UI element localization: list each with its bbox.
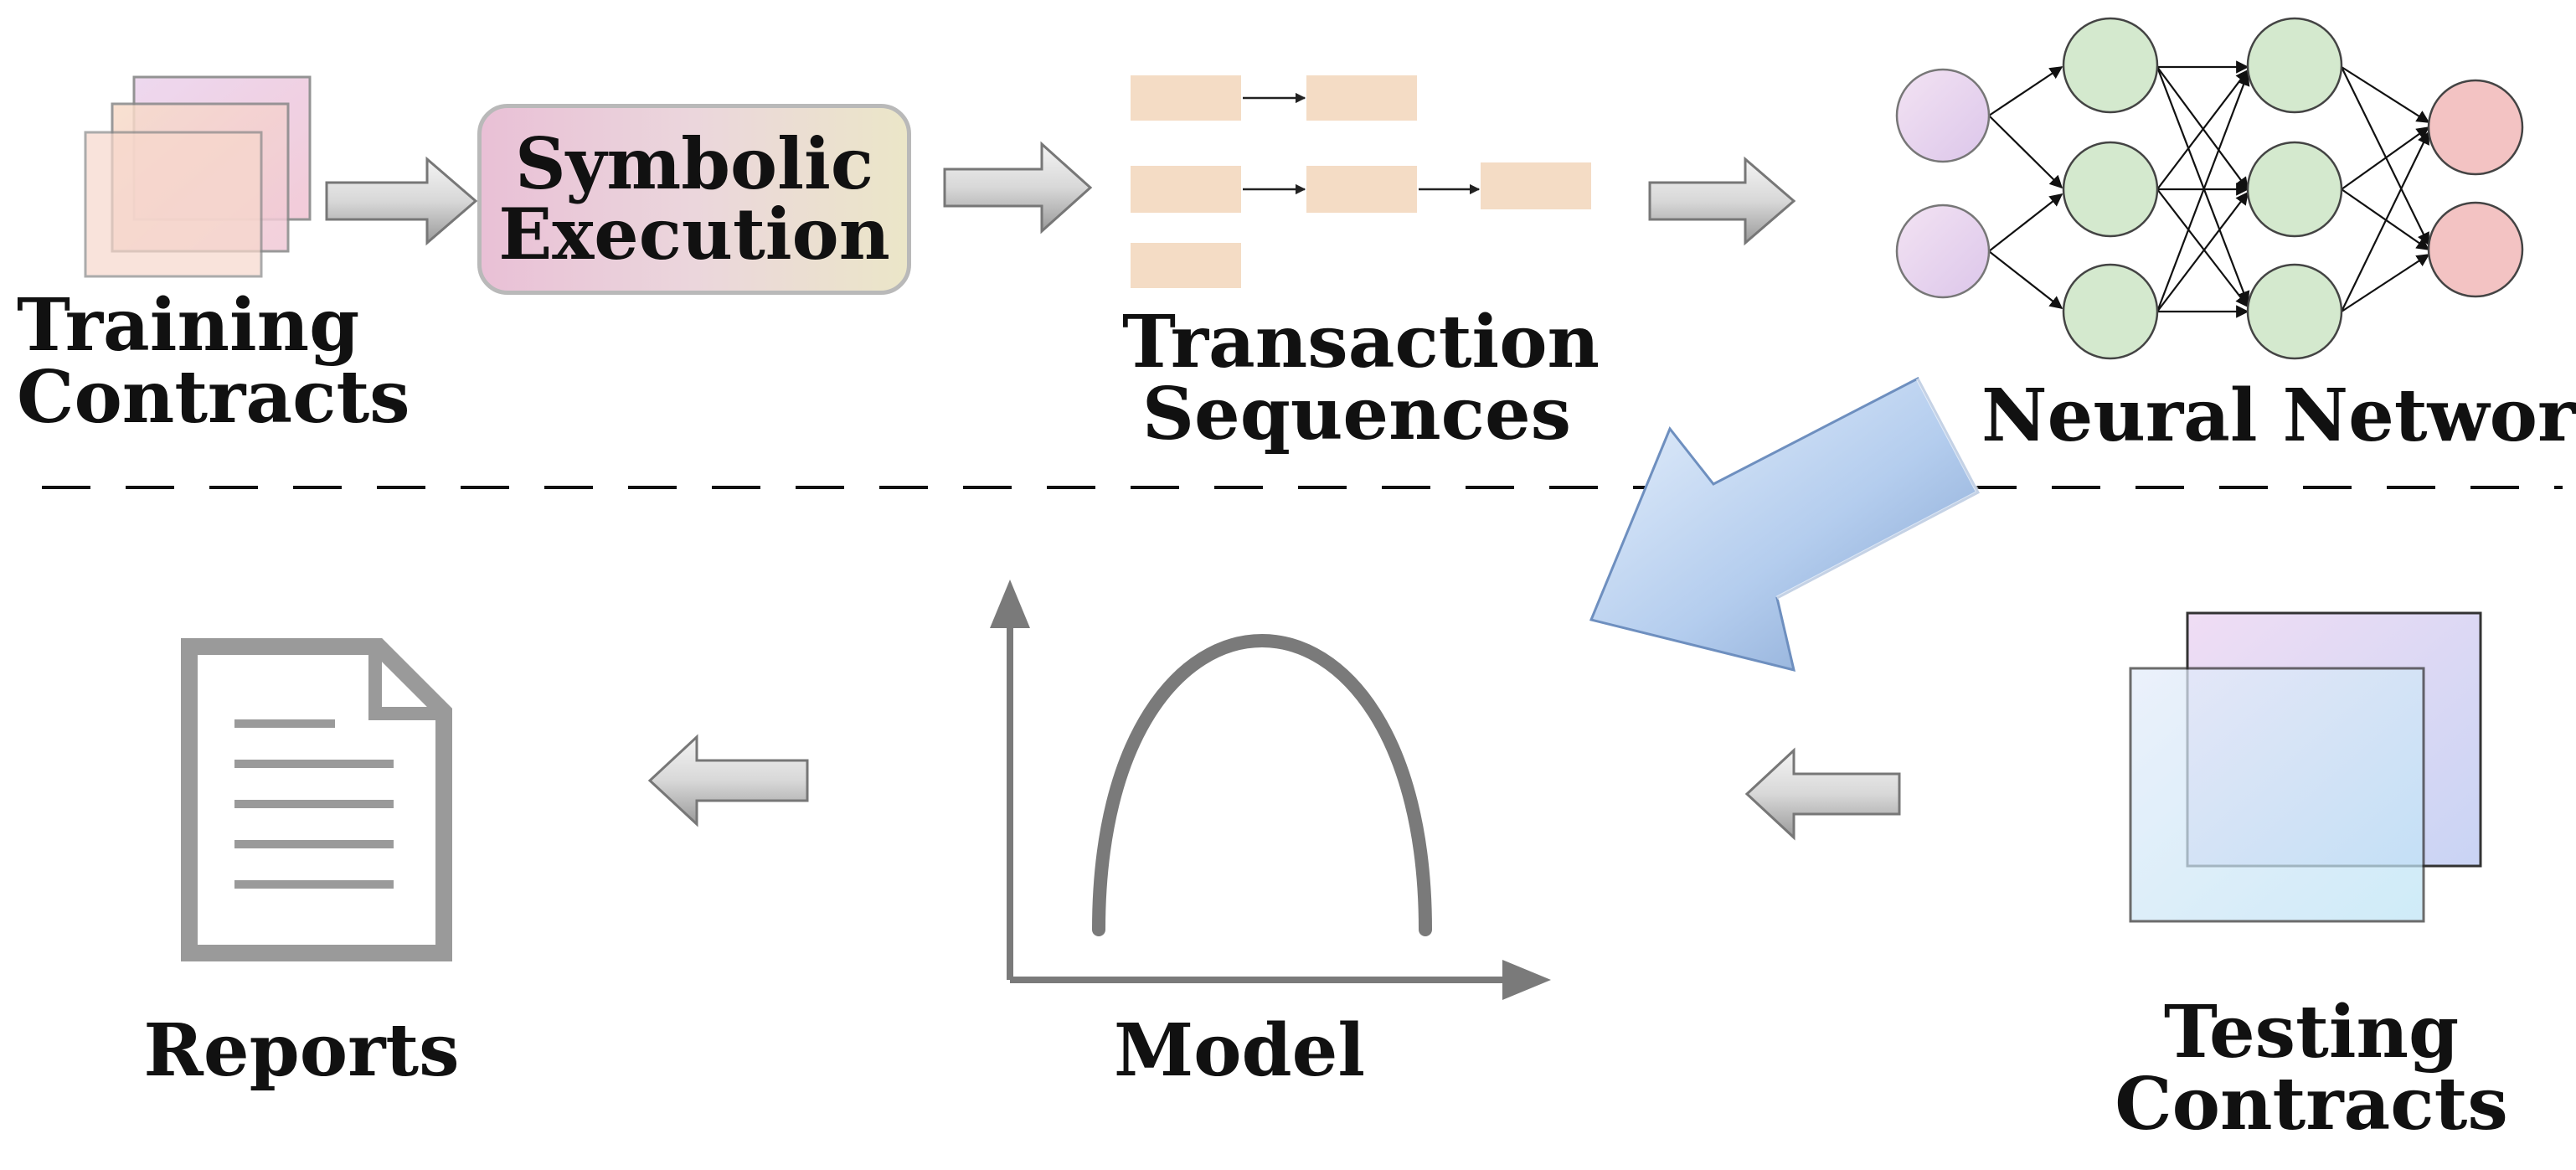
training-label-line1: Training: [17, 283, 360, 368]
nn-output-node: [2427, 201, 2524, 298]
transaction-sequences-graphic: [1131, 75, 1591, 288]
model-label: Model: [1113, 1008, 1366, 1093]
neural-network-graphic: [1895, 17, 2524, 360]
nn-hidden-node: [2246, 141, 2343, 238]
testing-contracts-label: Testing Contracts: [2110, 997, 2512, 1141]
stacked-documents-icon: [84, 75, 312, 278]
neural-network-label: Neural Network: [1981, 374, 2576, 458]
testing-label-line1: Testing: [2163, 990, 2460, 1075]
arrow-model-to-reports: [647, 734, 809, 827]
arrow-symbolic-to-transactions: [943, 141, 1093, 235]
training-contracts-label: Training Contracts: [17, 283, 410, 440]
arrow-transactions-to-network: [1648, 156, 1796, 246]
symbolic-label-line2: Execution: [498, 193, 890, 276]
transaction-sequences-label: Transaction Sequences: [1122, 300, 1600, 456]
bell-curve-plot-icon: [990, 580, 1551, 1000]
tx-block: [1131, 75, 1241, 121]
symbolic-label-line1: Symbolic: [514, 122, 874, 205]
nn-hidden-node: [2246, 263, 2343, 360]
symbolic-execution-box: Symbolic Execution: [477, 104, 911, 295]
nn-input-node: [1895, 204, 1991, 299]
nn-hidden-node: [2062, 263, 2159, 360]
nn-hidden-node: [2062, 141, 2159, 238]
tx-block: [1306, 166, 1417, 213]
tx-block: [1131, 243, 1241, 288]
tx-block: [1481, 162, 1591, 209]
arrow-testing-to-model: [1744, 747, 1901, 841]
nn-hidden-node: [2246, 17, 2343, 114]
tx-block: [1306, 75, 1417, 121]
reports-label: Reports: [143, 1008, 460, 1093]
stacked-squares-icon: [2129, 611, 2482, 923]
testing-label-line2: Contracts: [2115, 1062, 2508, 1147]
transaction-label-line1: Transaction: [1122, 300, 1600, 384]
nn-output-node: [2427, 79, 2524, 176]
transaction-label-line2: Sequences: [1141, 372, 1572, 456]
nn-hidden-node: [2062, 17, 2159, 114]
arrow-training-to-symbolic: [325, 156, 478, 246]
feedback-arrow: [1589, 376, 1981, 673]
document-icon: [181, 638, 452, 961]
training-label-line2: Contracts: [17, 355, 410, 440]
tx-block: [1131, 166, 1241, 213]
nn-input-node: [1895, 68, 1991, 163]
